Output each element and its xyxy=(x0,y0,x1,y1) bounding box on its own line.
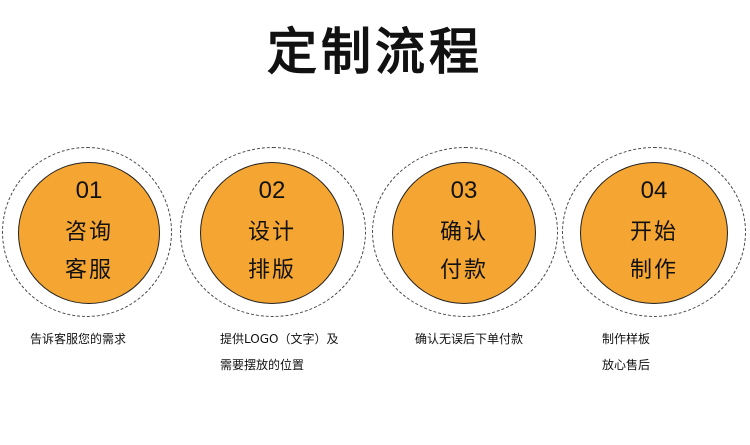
step-4-desc-line1: 制作样板 xyxy=(602,332,651,346)
step-1-desc-line1: 告诉客服您的需求 xyxy=(30,332,127,346)
step-3-outer-ring xyxy=(372,147,558,317)
step-2-circle: 02 设计 排版 xyxy=(200,162,344,304)
step-4-description: 制作样板 放心售后 xyxy=(602,326,650,378)
step-4-title-line2: 制作 xyxy=(629,258,678,283)
step-1-circle: 01 咨询 客服 xyxy=(18,162,160,304)
step-1-outer-ring xyxy=(2,147,172,317)
step-4-desc-line2: 放心售后 xyxy=(602,358,651,372)
step-2-number: 02 xyxy=(258,177,286,204)
step-4-number: 04 xyxy=(640,177,668,204)
step-1-title-line1: 咨询 xyxy=(64,220,113,245)
step-3-number: 03 xyxy=(450,177,478,204)
step-2-title-line1: 设计 xyxy=(247,220,296,245)
step-2-outer-ring xyxy=(180,147,366,317)
step-1-number: 01 xyxy=(75,177,103,204)
page-title: 定制流程 xyxy=(267,23,483,81)
step-2-title-line2: 排版 xyxy=(247,258,296,283)
step-3-title-line2: 付款 xyxy=(439,258,488,283)
step-3-circle: 03 确认 付款 xyxy=(392,162,536,304)
step-4-title-line1: 开始 xyxy=(629,220,678,245)
step-3-description: 确认无误后下单付款 xyxy=(415,326,523,352)
step-1-title-line2: 客服 xyxy=(64,258,113,283)
step-2-description: 提供LOGO（文字）及 需要摆放的位置 xyxy=(220,326,338,378)
step-4-outer-ring xyxy=(562,147,746,317)
step-1-description: 告诉客服您的需求 xyxy=(30,326,126,352)
step-3-desc-line1: 确认无误后下单付款 xyxy=(415,332,524,346)
step-2-desc-line1: 提供LOGO（文字）及 xyxy=(220,332,339,346)
step-2-desc-line2: 需要摆放的位置 xyxy=(220,358,305,372)
step-3-title-line1: 确认 xyxy=(439,220,488,245)
step-4-circle: 04 开始 制作 xyxy=(580,162,728,304)
